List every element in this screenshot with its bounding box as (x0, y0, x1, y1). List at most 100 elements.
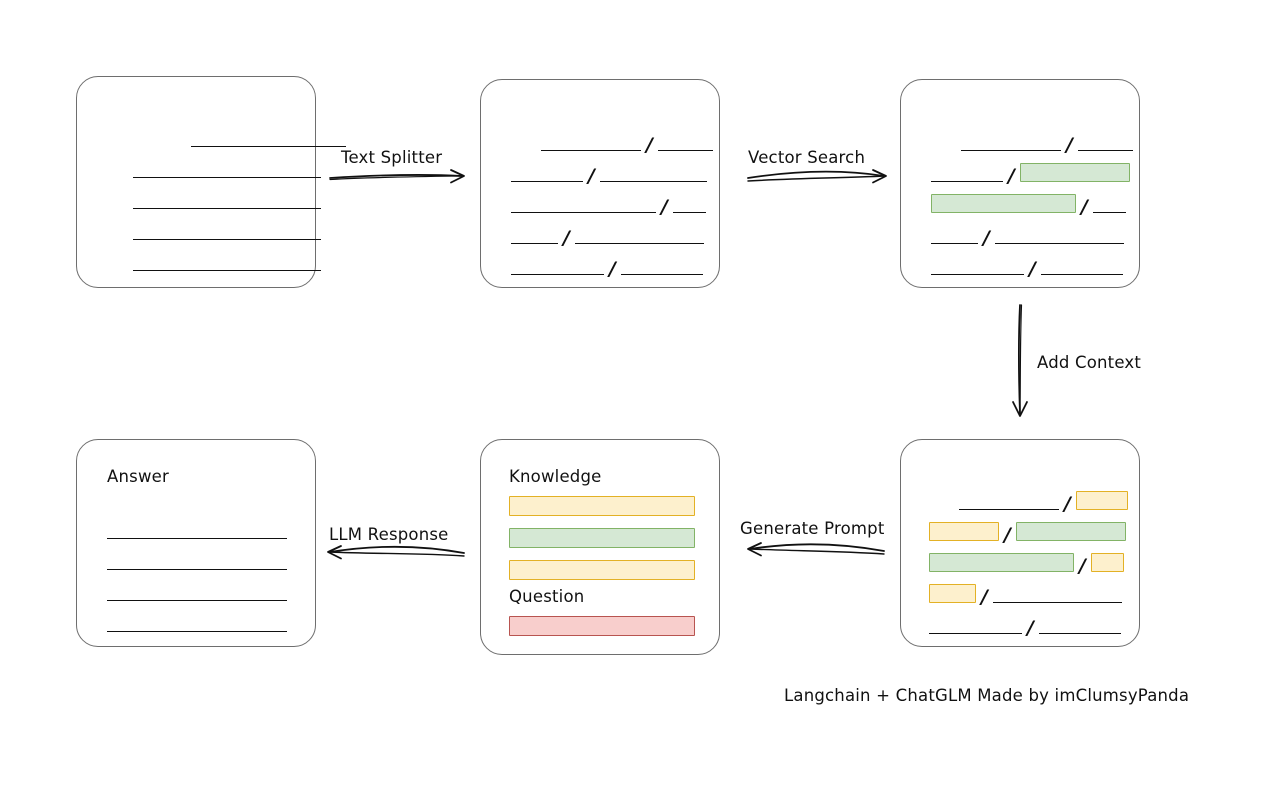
edge-llm-response-label: LLM Response (329, 525, 449, 544)
edge-text-splitter-arrow (329, 169, 465, 184)
generated-prompt-box: Knowledge Question (480, 439, 720, 655)
text-line-segment (657, 150, 713, 151)
highlighted-chunk-green (1015, 522, 1126, 541)
chunk-separator-slash: / (588, 165, 595, 187)
chunk-separator-slash: / (981, 586, 988, 608)
text-line-segment (133, 239, 321, 240)
text-line-segment (107, 631, 287, 632)
document-line (107, 519, 287, 539)
chunk-separator-slash: / (1066, 134, 1073, 156)
text-line-segment (107, 600, 287, 601)
chunk-separator-slash: / (1064, 493, 1071, 515)
highlighted-chunk-yellow (1090, 553, 1124, 572)
document-line: / (961, 131, 1133, 156)
text-line-segment (1040, 274, 1123, 275)
knowledge-bar (509, 528, 695, 548)
edge-add-context-arrow (1012, 304, 1028, 417)
answer-rows (77, 440, 315, 646)
edge-vector-search-arrow (747, 169, 887, 184)
edge-generate-prompt-arrow (747, 542, 885, 557)
document-line: / (541, 131, 713, 156)
document-line: / (929, 583, 1122, 608)
knowledge-label: Knowledge (509, 467, 602, 486)
text-line-segment (133, 177, 321, 178)
text-line-segment (1038, 633, 1121, 634)
document-line: / (931, 255, 1123, 280)
text-line-segment (574, 243, 704, 244)
document-line: / (511, 193, 706, 218)
chunk-separator-slash: / (1008, 165, 1015, 187)
chunk-separator-slash: / (1029, 258, 1036, 280)
text-line-segment (1092, 212, 1126, 213)
text-line-segment (672, 212, 706, 213)
text-line-segment (931, 274, 1024, 275)
vector-matched-chunks-box: / / / / / (900, 79, 1140, 288)
chunk-separator-slash: / (609, 258, 616, 280)
text-line-segment (599, 181, 707, 182)
document-line (107, 612, 287, 632)
chunk-separator-slash: / (1081, 196, 1088, 218)
highlighted-chunk-yellow (1075, 491, 1128, 510)
text-line-segment (191, 146, 346, 147)
question-bar (509, 616, 695, 636)
text-line-segment (511, 181, 583, 182)
chunk-separator-slash: / (661, 196, 668, 218)
document-line (133, 220, 321, 240)
document-line: / (931, 162, 1130, 187)
text-line-segment (511, 243, 558, 244)
text-line-segment (961, 150, 1061, 151)
document-line: / (959, 490, 1128, 515)
highlighted-chunk-yellow (929, 522, 999, 541)
document-line: / (929, 552, 1124, 577)
chunk-separator-slash: / (983, 227, 990, 249)
chunk-separator-slash: / (1079, 555, 1086, 577)
document-line: / (931, 224, 1124, 249)
answer-box: Answer (76, 439, 316, 647)
text-line-segment (931, 181, 1003, 182)
edge-add-context-label: Add Context (1037, 353, 1142, 372)
text-line-segment (1077, 150, 1133, 151)
text-line-segment (959, 509, 1059, 510)
text-line-segment (511, 274, 604, 275)
knowledge-bar (509, 496, 695, 516)
document-line (107, 581, 287, 601)
document-line (191, 127, 346, 147)
split-chunks-box: / / / / / (480, 79, 720, 288)
context-added-chunks-rows: / / / / / (901, 440, 1139, 646)
question-label: Question (509, 587, 585, 606)
source-document-box (76, 76, 346, 288)
chunk-separator-slash: / (646, 134, 653, 156)
document-line: / (929, 521, 1126, 546)
edge-generate-prompt-label: Generate Prompt (740, 519, 885, 538)
footer-credit: Langchain + ChatGLM Made by imClumsyPand… (784, 686, 1190, 705)
vector-matched-chunks-rows: / / / / / (901, 80, 1139, 287)
text-line-segment (992, 602, 1122, 603)
edge-llm-response-arrow (327, 545, 465, 560)
highlighted-chunk-green (929, 553, 1074, 572)
document-line: / (931, 193, 1126, 218)
edge-text-splitter-label: Text Splitter (341, 148, 443, 167)
text-line-segment (107, 538, 287, 539)
text-line-segment (994, 243, 1124, 244)
answer-label: Answer (107, 467, 169, 486)
chunk-separator-slash: / (1004, 524, 1011, 546)
source-document-rows (77, 77, 346, 287)
highlighted-chunk-green (931, 194, 1076, 213)
document-line: / (511, 224, 704, 249)
text-line-segment (620, 274, 703, 275)
document-line (133, 158, 321, 178)
document-line (107, 550, 287, 570)
highlighted-chunk-green (1019, 163, 1130, 182)
document-line: / (511, 255, 703, 280)
document-line (133, 189, 321, 209)
edge-vector-search-label: Vector Search (748, 148, 866, 167)
text-line-segment (511, 212, 656, 213)
document-line (133, 251, 321, 271)
split-chunks-rows: / / / / / (481, 80, 719, 287)
text-line-segment (133, 270, 321, 271)
text-line-segment (107, 569, 287, 570)
text-line-segment (541, 150, 641, 151)
document-line: / (929, 614, 1121, 638)
chunk-separator-slash: / (563, 227, 570, 249)
